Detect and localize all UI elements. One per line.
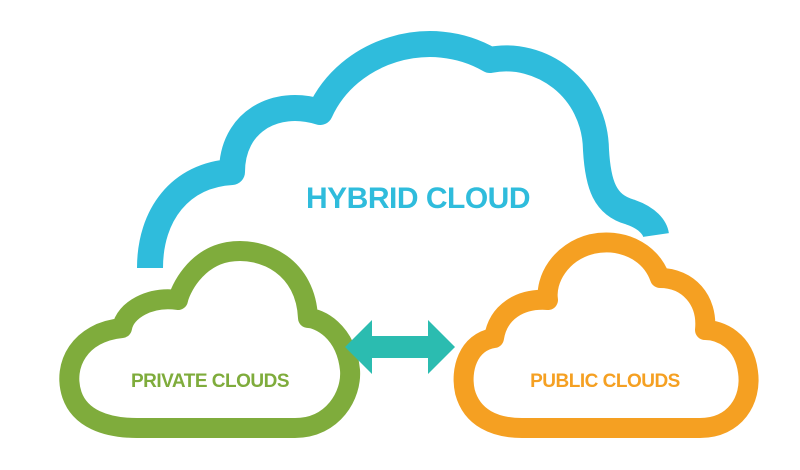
hybrid-cloud-shape bbox=[137, 31, 669, 269]
double-arrow-icon bbox=[345, 320, 455, 374]
public-cloud-shape bbox=[453, 232, 759, 438]
public-clouds-label: PUBLIC CLOUDS bbox=[530, 371, 680, 392]
hybrid-cloud-label: HYBRID CLOUD bbox=[306, 182, 530, 215]
private-cloud-shape bbox=[59, 241, 361, 438]
private-clouds-label: PRIVATE CLOUDS bbox=[131, 371, 289, 392]
